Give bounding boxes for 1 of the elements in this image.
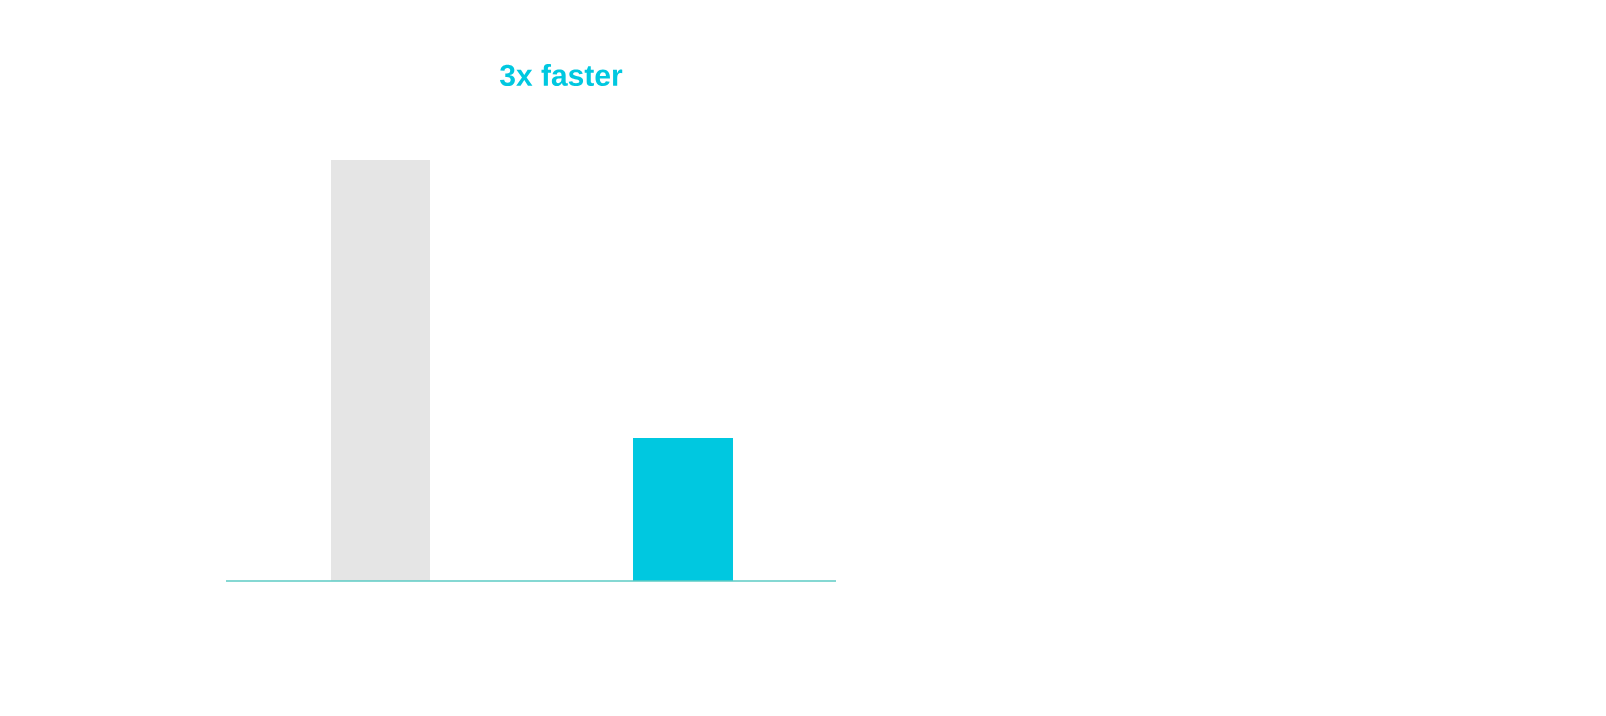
annotation-text: 3x faster <box>500 63 623 87</box>
